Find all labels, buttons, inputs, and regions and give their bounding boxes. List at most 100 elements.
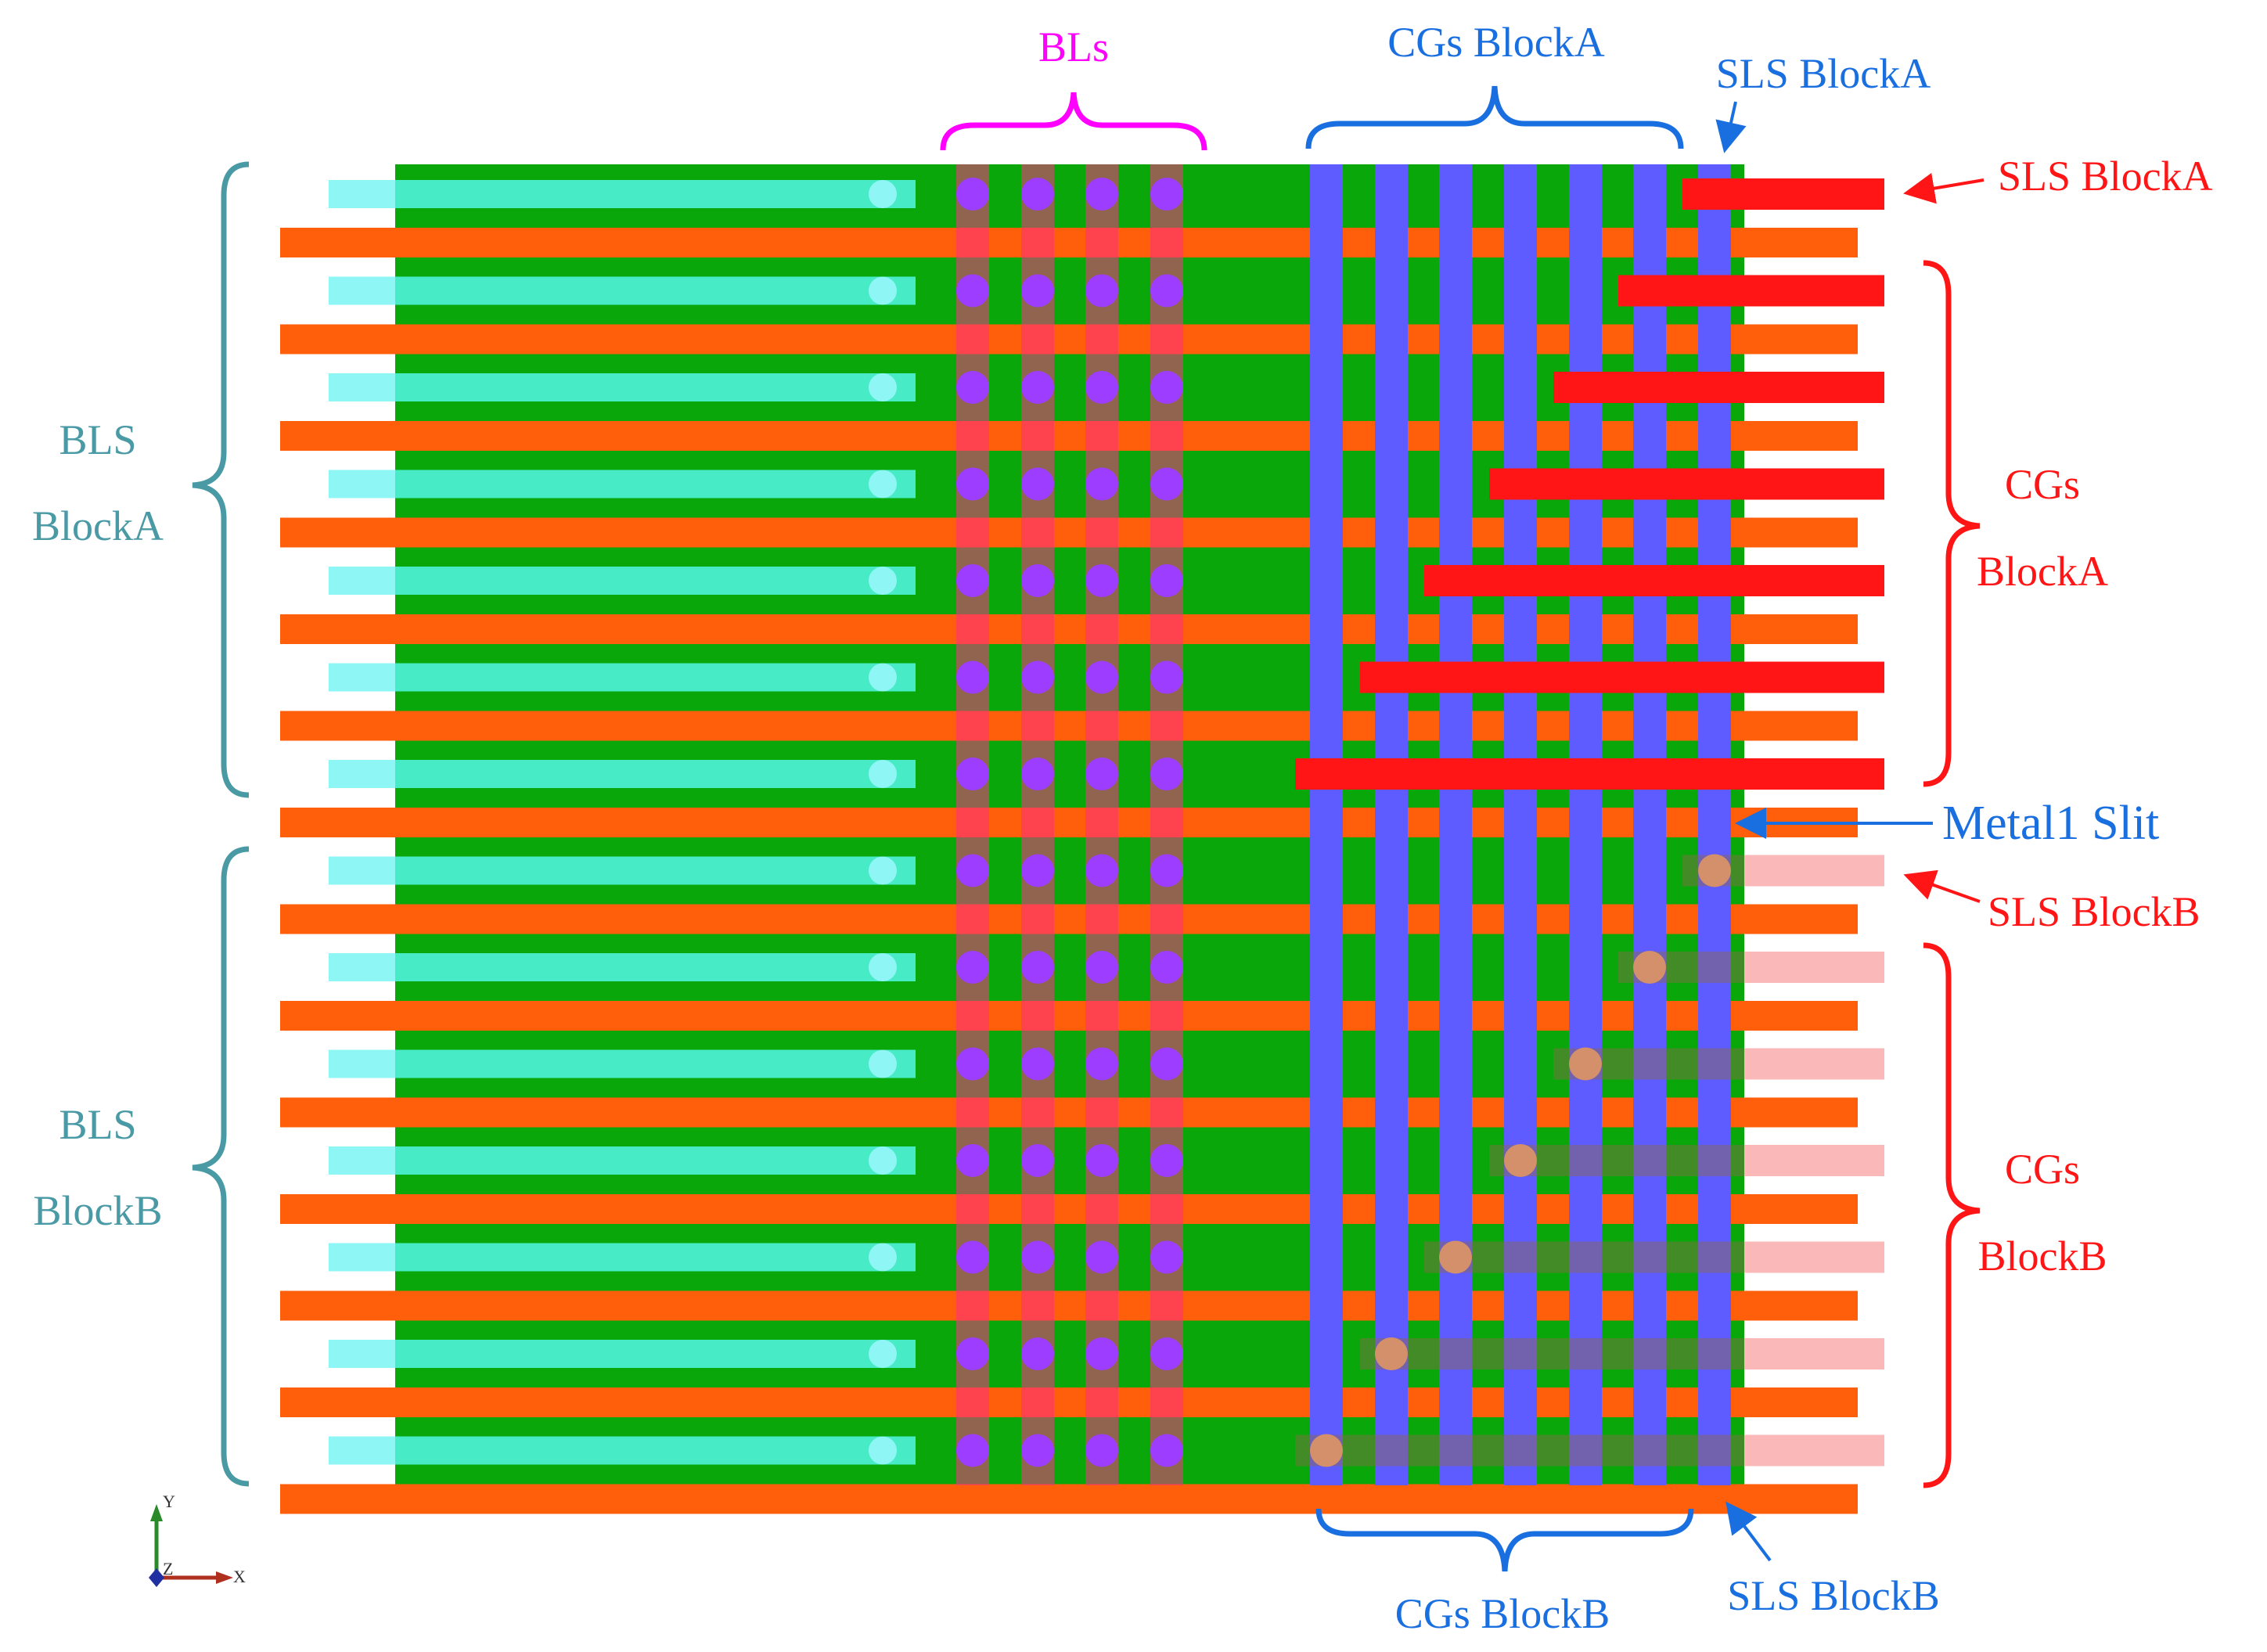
cyan-line [395,760,916,788]
cyan-line [395,856,916,885]
cg-blockb-line [1424,1241,1744,1273]
cyan-line [395,373,916,401]
bitline-contact [1021,371,1054,404]
bitline-contact [1150,1434,1183,1467]
control-gate-line [1633,164,1666,1485]
bitline-contact [956,1144,989,1177]
cyan-line [395,1436,916,1465]
axis-z-label: Z [163,1559,173,1578]
sls-vertical-line [1698,164,1731,1485]
cyan-line-stub [329,180,395,208]
bitline-contact [956,1337,989,1370]
axis-y-label: Y [163,1492,175,1511]
bitline-contact [1085,1144,1118,1177]
axis-x-label: X [233,1567,246,1586]
bitline [956,164,989,1485]
blockb-lines-group [1295,854,1884,1467]
sls-right-b-label: SLS BlockB [1988,888,2200,935]
blockb-contact [1439,1240,1472,1274]
bitline-contact [1150,1047,1183,1081]
cyan-line-stub [329,760,395,788]
bitline-contact [1085,951,1118,984]
sls-right-a-arrow [1903,172,1985,204]
bitline-contact [1021,467,1054,501]
cgs-right-a-label-2: BlockA [1977,548,2108,595]
bitline-contact [1150,564,1183,597]
bls-left-b-brace [192,846,250,1487]
bitline [1150,164,1183,1485]
cyan-line-contact [869,567,897,595]
cgs-right-a-brace [1923,260,1981,787]
sls-bottom-arrow [1725,1501,1772,1562]
cyan-line-stub [329,953,395,981]
bitline-contact [956,467,989,501]
control-gate-line [1569,164,1602,1485]
metal1-slit-label: Metal1 Slit [1942,797,2159,850]
cyan-line-stub [329,1243,395,1272]
bitline-contact [1085,1047,1118,1081]
orange-line [280,1387,1858,1417]
orange-line [280,1001,1858,1031]
bitline-contact [956,1434,989,1467]
cyan-line-stub [329,1340,395,1368]
cyan-line-stub [329,1049,395,1078]
sls-right-a-label: SLS BlockA [1998,153,2213,200]
cyan-line [395,276,916,305]
blockb-contact [1569,1047,1602,1081]
cyan-line [395,1049,916,1078]
red-lines-group [1295,178,1884,790]
bls-brace [940,92,1207,151]
bitline-contact [1150,178,1183,211]
control-gate-line [1439,164,1472,1485]
bitline-contact [1021,1337,1054,1370]
axis-z-marker [149,1568,164,1587]
blockb-pink-end [1744,1048,1884,1080]
blockb-pink-end [1744,1434,1884,1467]
cyan-line [395,1340,916,1368]
bitline-contact [1150,467,1183,501]
bitline-contact [1085,1240,1118,1274]
bitline-contact [1021,1434,1054,1467]
cyan-line [395,1243,916,1272]
cyan-line-contact [869,1340,897,1368]
bitline-contact [1085,854,1118,887]
cyan-line-stub [329,1146,395,1175]
cyan-line-contact [869,760,897,788]
sls-bottom-label: SLS BlockB [1727,1572,1940,1619]
cyan-line-stub [329,470,395,498]
bitline-contact [956,178,989,211]
blockb-contact [1633,951,1666,984]
cg-blocka-line [1295,758,1884,790]
blockb-pink-end [1744,1145,1884,1176]
bitline-contact [1021,1144,1054,1177]
bls-left-b-label-1: BLS [59,1101,136,1148]
orange-line [280,1484,1858,1514]
bitline-contact [1085,1337,1118,1370]
orange-line [280,711,1858,741]
blockb-pink-end [1744,952,1884,983]
bitline-contact [1085,371,1118,404]
cgs-bottom-brace [1315,1508,1694,1572]
cgs-right-b-brace [1923,942,1981,1488]
sls-blocka-line [1682,178,1884,210]
blockb-pink-end [1744,1241,1884,1273]
cyan-line [395,953,916,981]
bitline-contact [1085,178,1118,211]
cyan-line-stub [329,567,395,595]
orange-line [280,1194,1858,1224]
bitline-contact [1021,1047,1054,1081]
bitline-contact [956,1047,989,1081]
control-gate-line [1310,164,1343,1485]
bitline-contact [1150,1144,1183,1177]
bitline-contact [1150,660,1183,694]
bitline-contact [956,274,989,308]
cgs-right-b-label-1: CGs [2005,1146,2080,1193]
bitline-contact [1150,371,1183,404]
cyan-line [395,180,916,208]
bitline-contact [956,951,989,984]
cyan-line-contact [869,180,897,208]
bitline [1021,164,1054,1485]
cg-blocka-line [1618,275,1884,307]
sls-top-arrow [1715,101,1747,153]
cyan-line-contact [869,1049,897,1078]
